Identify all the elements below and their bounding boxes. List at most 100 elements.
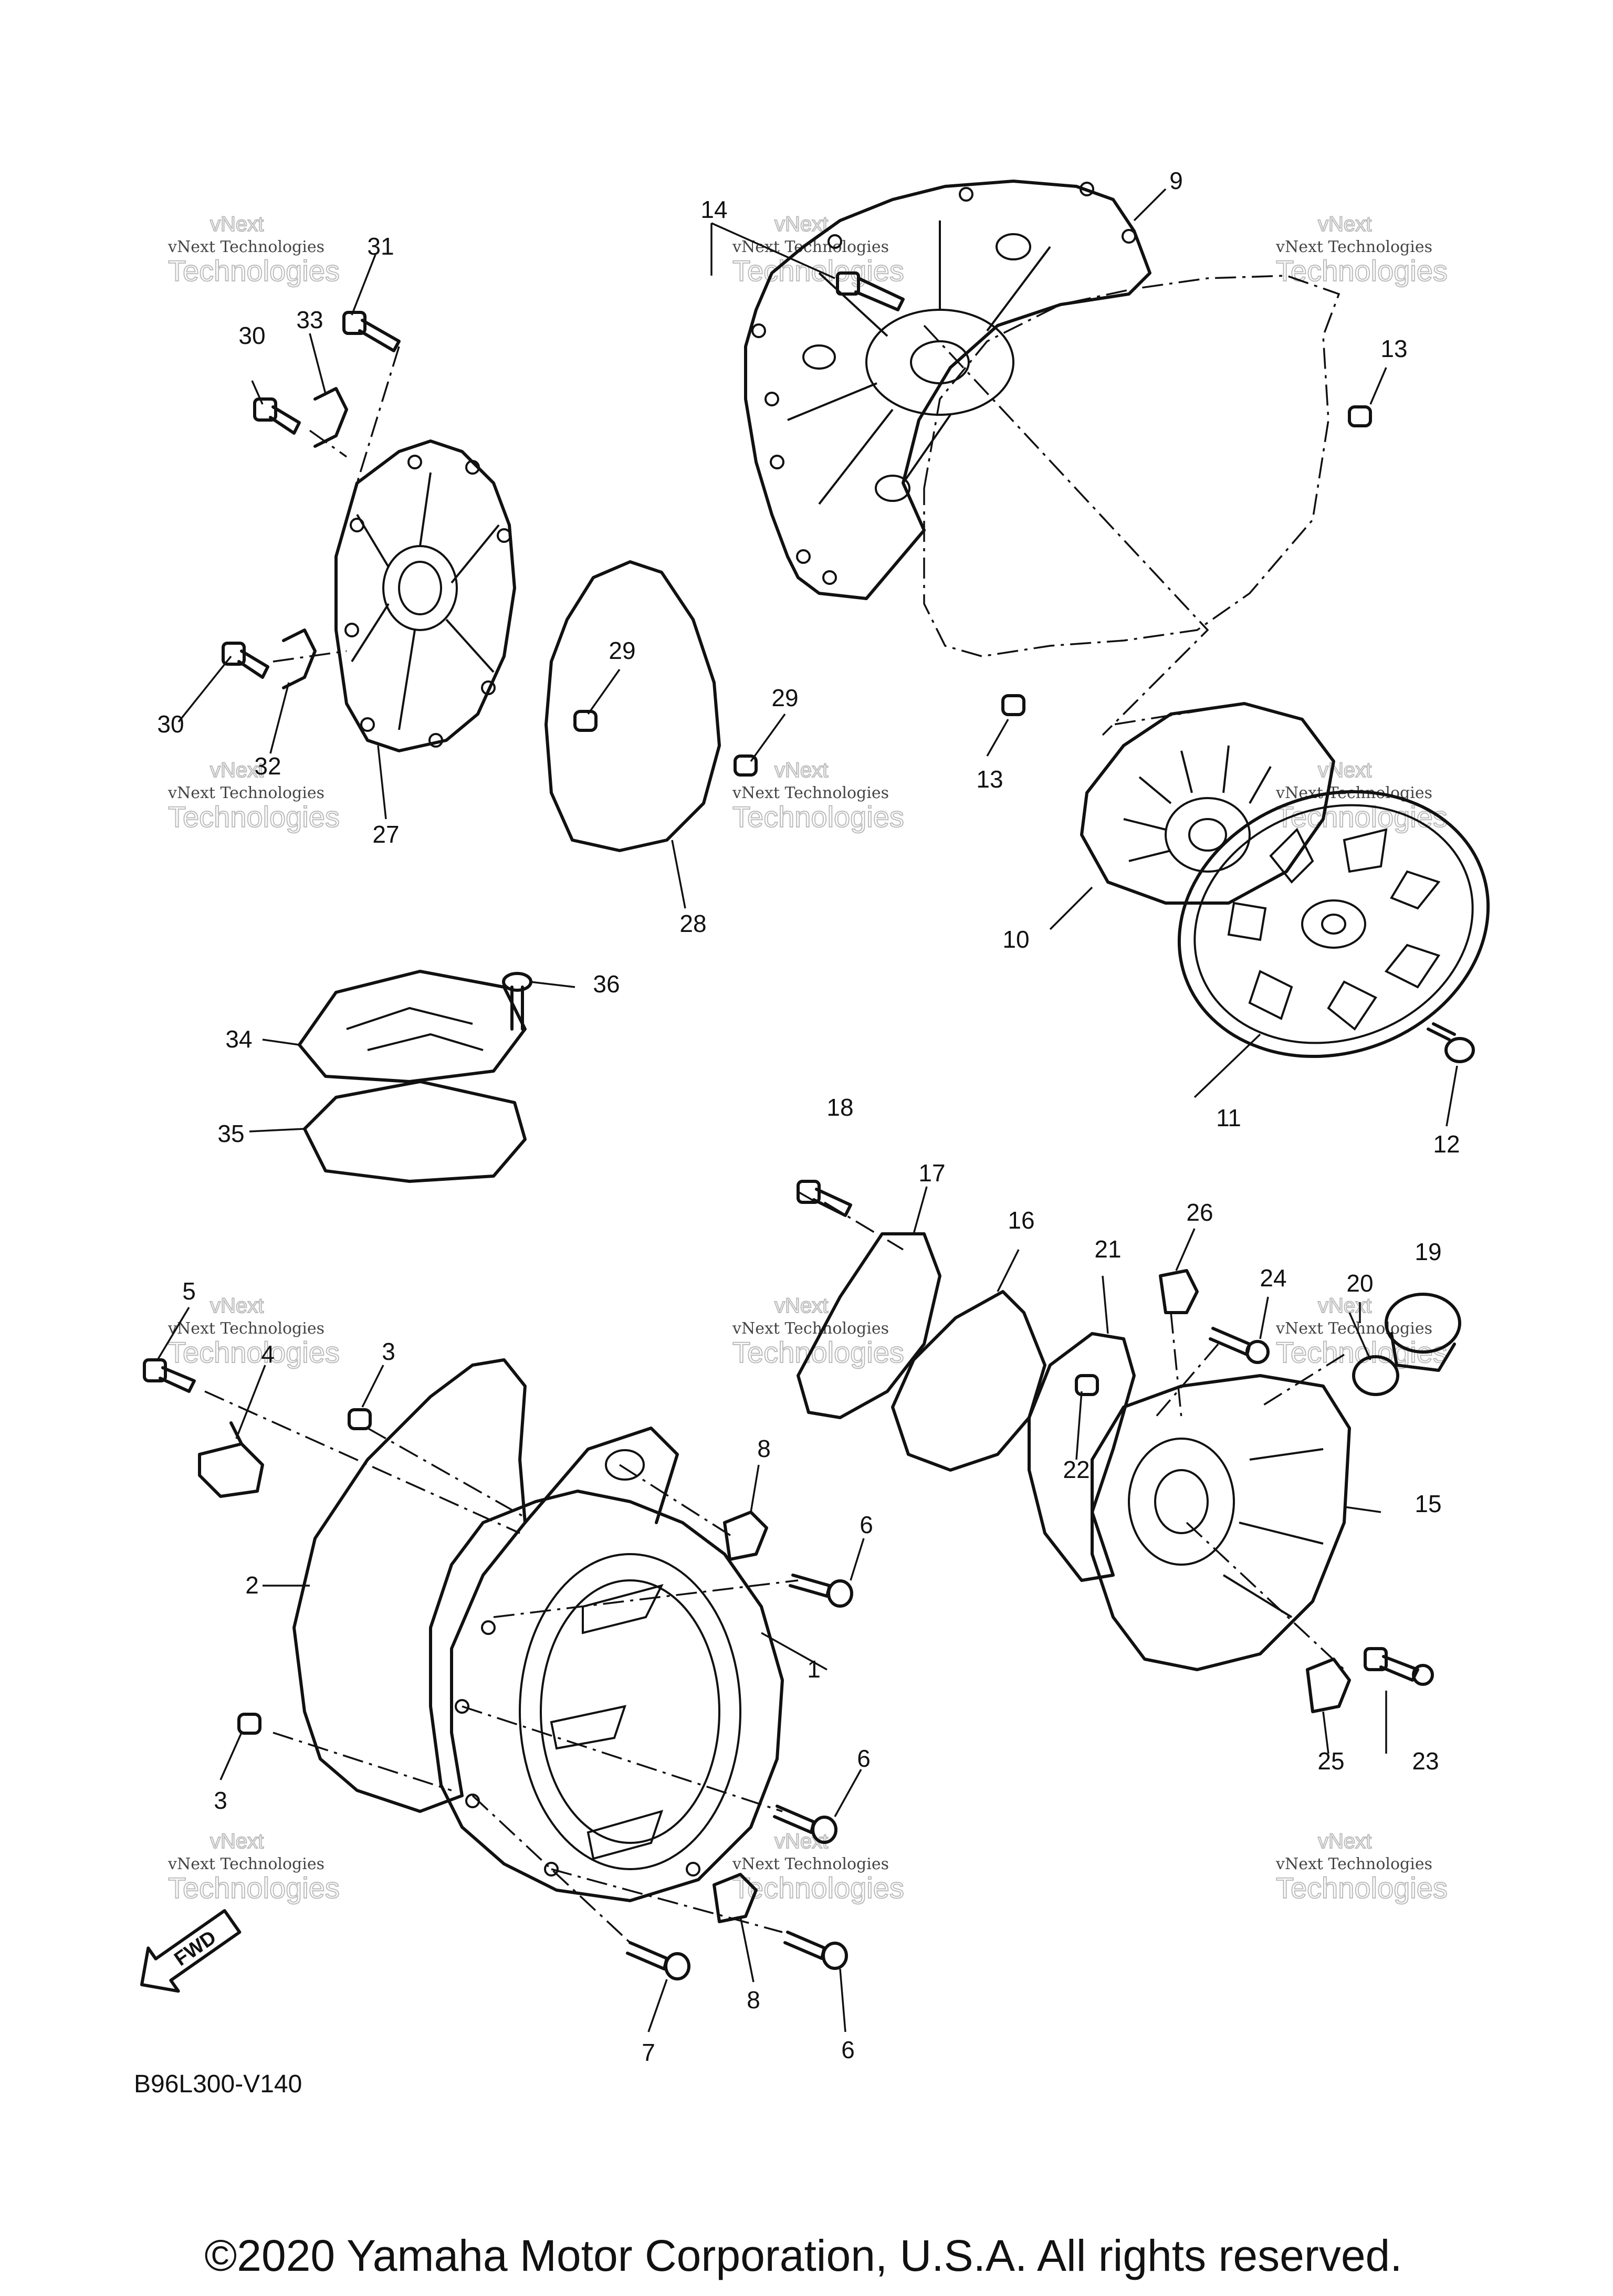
watermark: vNext vNext Technologies Technologies xyxy=(167,212,340,288)
svg-text:vNext Technologies: vNext Technologies xyxy=(1275,238,1432,256)
callout-28: 28 xyxy=(679,910,706,937)
svg-text:vNext Technologies: vNext Technologies xyxy=(732,784,889,802)
callout-2: 2 xyxy=(245,1571,259,1599)
watermark: vNext vNext Technologies Technologies xyxy=(167,1829,340,1905)
part-crankcase-cover-1 xyxy=(429,1427,784,1902)
watermark: vNext vNext Technologies Technologies xyxy=(732,1829,905,1905)
part-oring-20 xyxy=(1352,1355,1399,1396)
copyright-notice: ©2020 Yamaha Motor Corporation, U.S.A. A… xyxy=(204,2231,1402,2280)
callout-36: 36 xyxy=(593,970,620,998)
svg-text:vNext Technologies: vNext Technologies xyxy=(167,1319,324,1338)
callout-6: 6 xyxy=(841,2036,855,2063)
callout-35: 35 xyxy=(217,1120,244,1147)
fwd-arrow-icon: FWD xyxy=(140,1909,242,1993)
callout-11: 11 xyxy=(1216,1104,1241,1131)
callout-26: 26 xyxy=(1186,1199,1213,1226)
part-bolt-31 xyxy=(342,311,401,352)
callout-34: 34 xyxy=(225,1025,252,1053)
callout-9: 9 xyxy=(1169,167,1183,194)
part-bolt-6-middle xyxy=(773,1805,837,1844)
callout-6: 6 xyxy=(857,1745,871,1772)
diagram-code: B96L300-V140 xyxy=(134,2070,302,2098)
svg-text:vNext Technologies: vNext Technologies xyxy=(167,1855,324,1873)
svg-text:Technologies: Technologies xyxy=(168,1336,340,1369)
callout-labels: 1 2 3 3 4 5 6 6 6 7 8 8 9 10 11 12 13 13… xyxy=(157,167,1460,2066)
svg-text:Technologies: Technologies xyxy=(1276,1871,1448,1904)
callout-1: 1 xyxy=(807,1655,821,1683)
callout-6: 6 xyxy=(860,1511,873,1538)
part-bolt-23 xyxy=(1364,1647,1434,1686)
watermark: vNext vNext Technologies Technologies xyxy=(1275,1294,1448,1369)
callout-7: 7 xyxy=(642,2039,655,2066)
svg-text:vNext: vNext xyxy=(1318,213,1371,236)
svg-text:vNext: vNext xyxy=(774,759,828,782)
callout-25: 25 xyxy=(1317,1747,1344,1775)
part-clutch-cover xyxy=(744,180,1151,600)
callout-3: 3 xyxy=(382,1338,395,1365)
svg-text:vNext Technologies: vNext Technologies xyxy=(167,238,324,256)
svg-text:vNext: vNext xyxy=(210,1830,264,1853)
watermark: vNext vNext Technologies Technologies xyxy=(732,212,905,288)
svg-text:vNext: vNext xyxy=(1318,759,1371,782)
svg-text:vNext: vNext xyxy=(210,1294,264,1317)
part-dowel-3-lower xyxy=(237,1713,261,1735)
leader-lines xyxy=(156,188,1458,2032)
part-bolt-5 xyxy=(143,1358,196,1393)
part-dowel-13-upper xyxy=(1348,405,1372,427)
watermark: vNext vNext Technologies Technologies xyxy=(1275,212,1448,288)
part-cover-17 xyxy=(797,1232,941,1419)
svg-text:vNext Technologies: vNext Technologies xyxy=(732,1855,889,1873)
svg-text:Technologies: Technologies xyxy=(1276,254,1448,287)
svg-text:Technologies: Technologies xyxy=(732,800,904,833)
part-bolt-7 xyxy=(626,1941,690,1980)
part-gasket-2 xyxy=(292,1358,527,1813)
callout-20: 20 xyxy=(1346,1270,1373,1297)
svg-text:vNext: vNext xyxy=(210,759,264,782)
callout-27: 27 xyxy=(372,821,399,848)
part-bracket-33 xyxy=(313,387,348,448)
callout-10: 10 xyxy=(1002,926,1029,953)
part-dowel-3-upper xyxy=(348,1408,372,1430)
callout-16: 16 xyxy=(1008,1207,1034,1234)
svg-text:Technologies: Technologies xyxy=(168,800,340,833)
watermark: vNext vNext Technologies Technologies xyxy=(167,758,340,834)
watermark: vNext vNext Technologies Technologies xyxy=(167,1294,340,1369)
callout-29: 29 xyxy=(771,684,798,711)
part-dowel-22 xyxy=(1075,1374,1099,1396)
svg-text:vNext: vNext xyxy=(774,213,828,236)
part-cover-27 xyxy=(334,439,516,752)
callout-17: 17 xyxy=(918,1159,945,1187)
part-bolt-24 xyxy=(1209,1327,1270,1364)
svg-text:vNext: vNext xyxy=(774,1294,828,1317)
part-gasket-28 xyxy=(544,560,721,852)
callout-15: 15 xyxy=(1415,1490,1441,1517)
part-dowel-29-left xyxy=(573,710,598,732)
part-bolt-30-lower xyxy=(222,642,269,679)
svg-text:Technologies: Technologies xyxy=(168,1871,340,1904)
callout-29: 29 xyxy=(609,637,635,664)
part-screw-12 xyxy=(1427,1022,1475,1063)
svg-text:vNext: vNext xyxy=(1318,1830,1371,1853)
callout-31: 31 xyxy=(367,233,394,260)
part-bracket-25 xyxy=(1306,1658,1351,1713)
callout-30: 30 xyxy=(157,710,184,738)
part-bolt-36 xyxy=(502,972,532,1031)
part-bracket-4 xyxy=(198,1421,264,1498)
part-dowel-13-lower xyxy=(1001,694,1025,716)
part-dowel-29-right xyxy=(734,754,758,777)
svg-text:vNext Technologies: vNext Technologies xyxy=(1275,1855,1432,1873)
part-bolt-14 xyxy=(836,271,905,311)
watermark: vNext vNext Technologies Technologies xyxy=(732,758,905,834)
part-cover-16 xyxy=(891,1290,1046,1472)
clutch-cover-gasket-outline xyxy=(923,275,1340,657)
part-gasket-21 xyxy=(1028,1332,1136,1582)
watermark-group: vNext vNext Technologies Technologies vN… xyxy=(167,212,1448,1905)
part-cover-34 xyxy=(298,970,527,1083)
part-bracket-8-lower xyxy=(713,1873,758,1923)
callout-33: 33 xyxy=(296,306,323,333)
part-bracket-26 xyxy=(1159,1269,1199,1314)
callout-8: 8 xyxy=(757,1435,771,1462)
callout-14: 14 xyxy=(700,196,727,223)
callout-8: 8 xyxy=(747,1986,760,2014)
